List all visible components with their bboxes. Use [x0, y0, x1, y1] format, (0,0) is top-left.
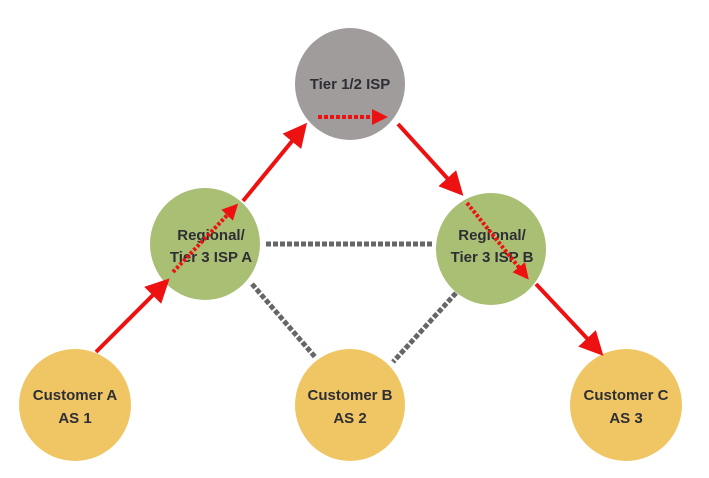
node-customer-a: Customer A AS 1 [19, 349, 131, 461]
peer-link-isp-b-customer-b [391, 291, 458, 364]
route-arrow-tier1-to-isp-b [396, 122, 464, 196]
node-customer-b-label-1: Customer B [307, 387, 392, 404]
route-arrow-isp-a-to-tier1 [241, 122, 308, 203]
route-arrow-isp-b-to-customer-c [534, 282, 604, 356]
node-customer-c: Customer C AS 3 [570, 349, 682, 461]
node-regional-isp-b: Regional/ Tier 3 ISP B [436, 193, 546, 305]
node-customer-c-label-2: AS 3 [609, 410, 642, 427]
node-customer-b: Customer B AS 2 [295, 349, 405, 461]
node-isp-b-label-2: Tier 3 ISP B [451, 249, 534, 266]
node-customer-c-label-1: Customer C [583, 387, 668, 404]
node-tier1-label: Tier 1/2 ISP [310, 76, 391, 93]
route-arrow-customer-a-to-isp-a [94, 278, 170, 354]
node-customer-a-label-2: AS 1 [58, 410, 91, 427]
peer-link-isp-a-customer-b [250, 282, 318, 360]
node-isp-a-label-1: Regional/ [177, 227, 245, 244]
node-customer-a-label-1: Customer A [33, 387, 118, 404]
node-customer-b-label-2: AS 2 [333, 410, 366, 427]
node-tier1-isp: Tier 1/2 ISP [295, 28, 405, 140]
transit-arrow-isp-b [465, 201, 529, 280]
node-regional-isp-a: Regional/ Tier 3 ISP A [150, 188, 260, 300]
